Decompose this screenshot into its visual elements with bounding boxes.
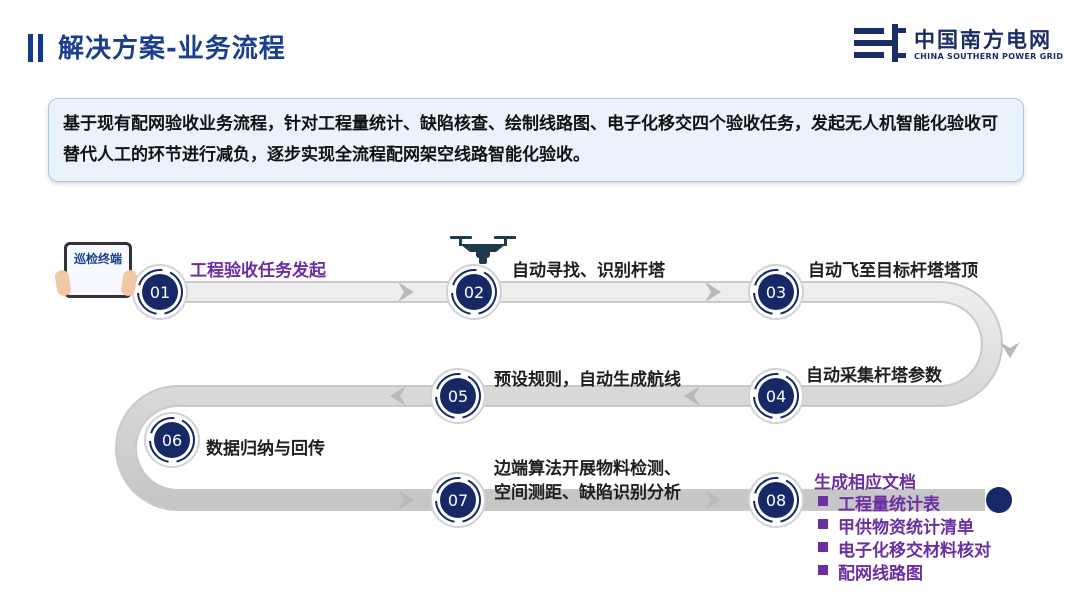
power-grid-logo: 中国南方电网 CHINA SOUTHERN POWER GRID (852, 22, 1064, 66)
step-02-marker: 02 (446, 264, 502, 320)
chevron-arrow-icon (684, 386, 700, 406)
step-07-label-line2: 空间测距、缺陷识别分析 (494, 483, 681, 503)
document-item: 电子化移交材料核对 (814, 536, 991, 561)
step-number: 01 (150, 283, 170, 302)
step-number: 05 (448, 387, 468, 406)
tablet-icon: 巡检终端 (52, 240, 139, 298)
power-grid-logo-icon (854, 24, 906, 62)
step-01-label: 工程验收任务发起 (190, 261, 326, 281)
chevron-arrow-icon (390, 386, 406, 406)
flow-track (117, 283, 1001, 509)
chevron-arrow-icon (398, 490, 414, 510)
logo-text-cn: 中国南方电网 (914, 28, 1052, 52)
document-item: 配网线路图 (814, 559, 991, 584)
step-05-label: 预设规则，自动生成航线 (494, 370, 681, 390)
summary-box: 基于现有配网验收业务流程，针对工程量统计、缺陷核查、绘制线路图、电子化移交四个验… (48, 98, 1024, 182)
tablet-label: 巡检终端 (73, 252, 122, 266)
step-06-label: 数据归纳与回传 (206, 439, 325, 459)
step-number: 07 (448, 491, 468, 510)
step-04-label: 自动采集杆塔参数 (806, 366, 942, 386)
step-08-label: 生成相应文档 (814, 473, 916, 493)
step-number: 08 (766, 491, 786, 510)
logo-text-en: CHINA SOUTHERN POWER GRID (914, 52, 1064, 61)
chevron-arrow-icon (705, 282, 721, 302)
chevron-arrow-icon (398, 282, 414, 302)
step-07-marker: 07 (430, 472, 486, 528)
step-01-marker: 01 (132, 264, 188, 320)
chevron-arrow-icon (705, 490, 721, 510)
step-number: 04 (766, 387, 786, 406)
step-number: 03 (766, 283, 786, 302)
drone-icon (450, 236, 516, 264)
documents-list: 生成相应文档 工程量统计表 甲供物资统计清单 电子化移交材料核对 配网线路图 (814, 473, 991, 584)
step-03-marker: 03 (748, 264, 804, 320)
page-title: 解决方案-业务流程 (58, 34, 286, 64)
chevron-arrow-icon (1000, 342, 1020, 358)
step-05-marker: 05 (430, 368, 486, 424)
step-number: 06 (162, 431, 182, 450)
step-04-marker: 04 (748, 368, 804, 424)
end-dot-icon (986, 487, 1012, 513)
step-07-label-line1: 边端算法开展物料检测、 (494, 459, 681, 479)
step-08-marker: 08 (748, 472, 804, 528)
document-item: 工程量统计表 (814, 490, 991, 515)
step-06-marker: 06 (144, 412, 200, 468)
document-item: 甲供物资统计清单 (814, 513, 991, 538)
step-02-label: 自动寻找、识别杆塔 (512, 261, 665, 281)
step-number: 02 (464, 283, 484, 302)
step-03-label: 自动飞至目标杆塔塔顶 (808, 261, 978, 281)
summary-text: 基于现有配网验收业务流程，针对工程量统计、缺陷核查、绘制线路图、电子化移交四个验… (63, 114, 998, 165)
tablet-screen: 巡检终端 (64, 242, 132, 298)
